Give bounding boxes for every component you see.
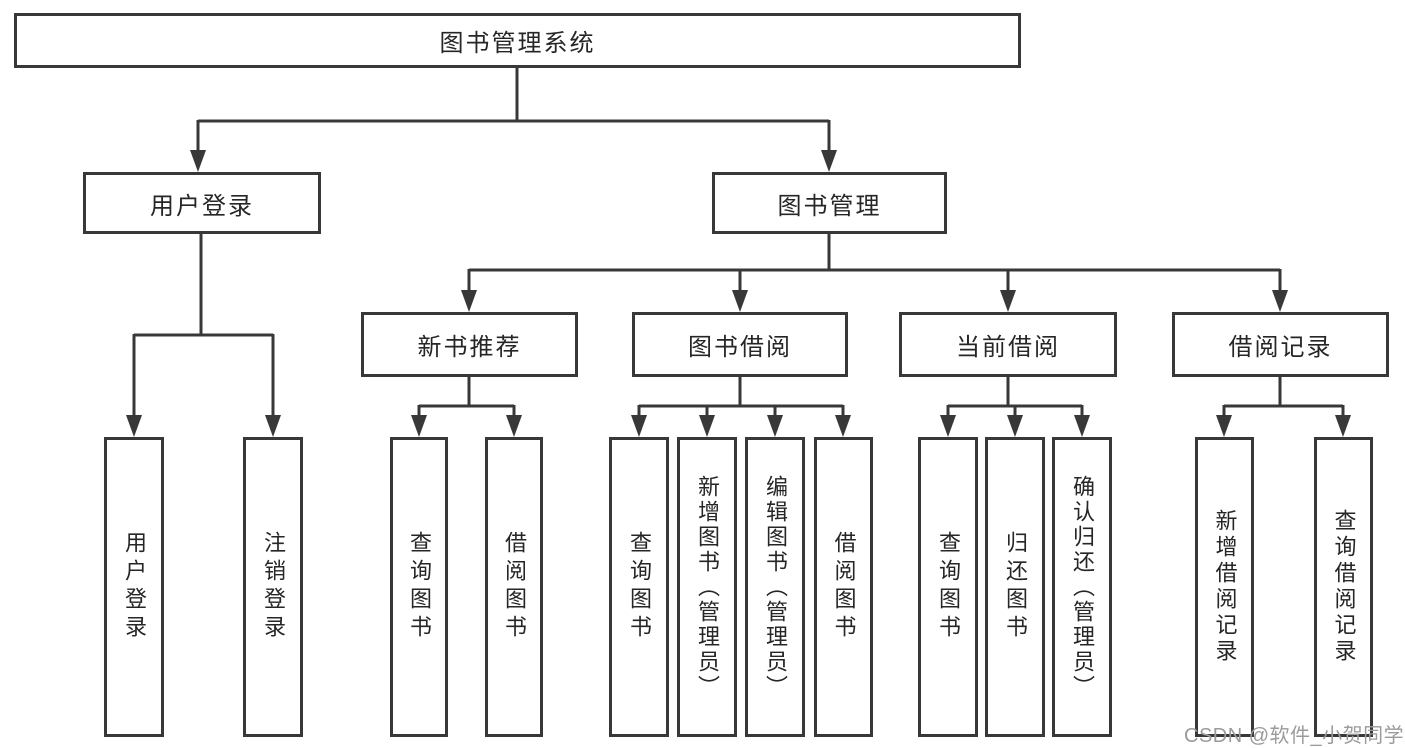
leaf-return-books: 归还图书 [985,437,1045,737]
leaf-add-borrow-record: 新增借阅记录 [1195,437,1254,737]
connector-user-login-to-leaves [126,232,281,437]
leaf-borrow-books: 借阅图书 [814,437,873,737]
node-user-login: 用户登录 [83,172,321,234]
connector-borrowing-records-to-leaves [1216,376,1351,437]
node-book-borrowing: 图书借阅 [632,312,848,377]
connector-new-book-recommend-to-leaves [411,376,522,437]
node-current-borrowing: 当前借阅 [899,312,1117,377]
connector-root-to-level2 [190,66,837,172]
leaf-edit-books-admin: 编辑图书（管理员） [745,437,805,737]
leaf-logout-login: 注销登录 [243,437,303,737]
leaf-search-books-borrowing: 查询图书 [609,437,669,737]
csdn-watermark: CSDN @软件_小贺同学 [1184,725,1405,747]
node-borrowing-records: 借阅记录 [1172,312,1389,377]
leaf-add-books-admin: 新增图书（管理员） [677,437,737,737]
connector-current-borrowing-to-leaves [940,376,1090,437]
leaf-search-books-recommend: 查询图书 [390,437,448,737]
node-new-book-recommend: 新书推荐 [361,312,578,377]
connector-book-borrowing-to-leaves [631,376,851,437]
connector-book-management-to-level3 [461,232,1288,312]
leaf-borrow-books-recommend: 借阅图书 [485,437,543,737]
leaf-search-books-current: 查询图书 [918,437,978,737]
node-book-management: 图书管理 [712,172,947,234]
node-library-system: 图书管理系统 [14,13,1021,68]
leaf-confirm-return-admin: 确认归还（管理员） [1052,437,1112,737]
leaf-user-login: 用户登录 [104,437,164,737]
leaf-search-borrow-record: 查询借阅记录 [1314,437,1373,737]
